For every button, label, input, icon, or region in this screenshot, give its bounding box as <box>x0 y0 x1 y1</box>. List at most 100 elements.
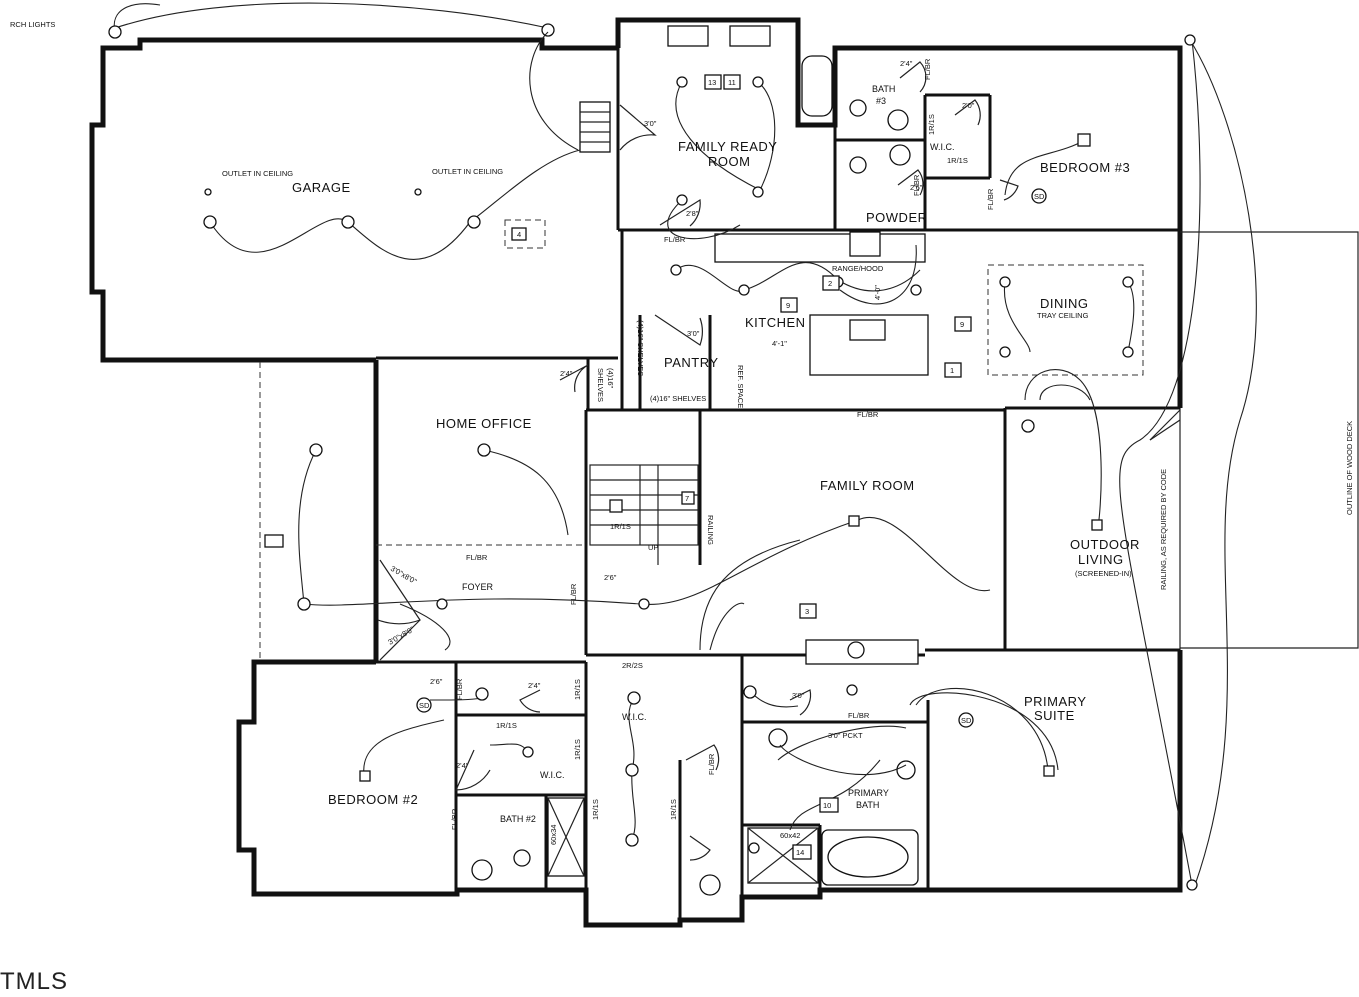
r1s-note-2: 1R/1S <box>947 156 968 165</box>
r1s-note-4: 1R/1S <box>927 114 936 135</box>
shower-note-2: 60x34 <box>549 825 558 845</box>
railing-code-note: RAILING, AS REQUIRED BY CODE <box>1159 469 1168 590</box>
pocket-door-note: 3'0" PCKT <box>828 731 863 740</box>
stairs <box>589 464 699 565</box>
door-30d-note: 3'0"x8'0" <box>389 564 419 586</box>
shelves-note-3: SHELVES <box>596 368 605 402</box>
r1s-note-7: 1R/1S <box>591 799 600 820</box>
outlet-ceiling-note-2: OUTLET IN CEILING <box>432 167 503 176</box>
porch-light-2 <box>541 23 555 37</box>
door-28a-note: 2'8" <box>686 209 699 218</box>
door-24a-note: 2'4" <box>900 59 913 68</box>
door-30b-note: 3'0" <box>687 329 700 338</box>
r2s-note: 2R/2S <box>622 661 643 670</box>
laundry-tub <box>801 55 833 117</box>
door-24b-note: 2'4" <box>560 369 573 378</box>
fixtures <box>471 25 1144 896</box>
ref-space-note: REF. SPACE <box>736 365 745 408</box>
fl-br-note-4: FL/BR <box>848 711 870 720</box>
range-hood-note: RANGE/HOOD <box>832 264 884 273</box>
door-26a-note: 2'6" <box>910 183 923 192</box>
wic-top-label: W.I.C. <box>930 142 955 152</box>
r1s-note-8: 1R/1S <box>669 799 678 820</box>
fl-br-note-5: FL/BR <box>569 583 578 605</box>
fl-br-note-2: FL/BR <box>857 410 879 419</box>
wic-bed2-label: W.I.C. <box>540 770 565 780</box>
fl-br-note-6: FL/BR <box>923 58 932 80</box>
r1s-note-1: 1R/1S <box>610 522 631 531</box>
outdoor-living-label: OUTDOOR <box>1070 537 1140 552</box>
floor-plan: 13 11 4 2 9 9 1 7 3 10 14 GARAGE FAMILY … <box>10 2 1359 928</box>
callout-9a: 9 <box>786 301 790 310</box>
shower-note-1: 60x42 <box>780 831 800 840</box>
sd-note-2: SD <box>419 701 430 710</box>
door-24c-note: 2'4" <box>528 681 541 690</box>
primary-bath-label-2: BATH <box>856 800 879 810</box>
dining-sub-label: TRAY CEILING <box>1037 311 1089 320</box>
garage-steps <box>579 101 611 153</box>
bath3-label: BATH <box>872 84 895 94</box>
r1s-note-6: 1R/1S <box>573 739 582 760</box>
toilet-bath2 <box>471 859 493 881</box>
bath3-num-label: #3 <box>876 96 886 106</box>
pantry-label: PANTRY <box>664 355 719 370</box>
door-26b-note: 2'6" <box>604 573 617 582</box>
door-26c-note: 2'6" <box>430 677 443 686</box>
fl-br-note-7: FL/BR <box>986 188 995 210</box>
railing-note: RAILING <box>706 515 715 545</box>
exterior-walls <box>89 17 1183 928</box>
wic-primary-label: W.I.C. <box>622 712 647 722</box>
shelves-note-1: (4)16" SHELVES <box>636 320 645 376</box>
callout-9b: 9 <box>960 320 964 329</box>
outlet-ceiling-note-1: OUTLET IN CEILING <box>222 169 293 178</box>
door-24d-note: 2'4" <box>456 761 469 770</box>
home-office-label: HOME OFFICE <box>436 416 532 431</box>
lights <box>297 34 1198 891</box>
fl-br-note-1: FL/BR <box>664 235 686 244</box>
door-30-note: 3'0" <box>644 119 657 128</box>
foyer-label: FOYER <box>462 582 494 592</box>
fl-br-note-11: FL/BR <box>707 753 716 775</box>
primary-bath-label: PRIMARY <box>848 788 889 798</box>
notes: RCH LIGHTS OUTLET IN CEILING OUTLET IN C… <box>10 20 1354 845</box>
fl-br-note-9: FL/BR <box>455 678 464 700</box>
outdoor-living-label-2: LIVING <box>1078 552 1124 567</box>
fl-br-note-10: FL/BR <box>450 808 459 830</box>
toilet-primary <box>699 874 721 896</box>
primary-suite-label: PRIMARY <box>1024 694 1087 709</box>
callout-10: 10 <box>823 801 831 810</box>
family-room-label: FAMILY ROOM <box>820 478 915 493</box>
callout-14: 14 <box>796 848 804 857</box>
callout-13: 13 <box>708 78 716 87</box>
callout-1: 1 <box>950 366 954 375</box>
fl-br-note-3: FL/BR <box>466 553 488 562</box>
sd-note-3: SD <box>961 716 972 725</box>
r1s-note-5: 1R/1S <box>573 679 582 700</box>
interior-walls <box>376 48 1180 920</box>
tray-ceiling <box>987 264 1144 376</box>
toilet-bath3 <box>887 109 909 131</box>
family-ready-label-2: ROOM <box>708 154 750 169</box>
callout-7: 7 <box>685 494 689 503</box>
dining-label: DINING <box>1040 296 1089 311</box>
kitchen-label: KITCHEN <box>745 315 806 330</box>
porch-lights-note: RCH LIGHTS <box>10 20 55 29</box>
fl-br-note-8: FL/BR <box>912 174 921 196</box>
bedroom2-label: BEDROOM #2 <box>328 792 418 807</box>
family-ready-label: FAMILY READY <box>678 139 777 154</box>
callout-4: 4 <box>517 230 521 239</box>
shelves-note-2: (4)16" SHELVES <box>650 394 706 403</box>
sd-note-1: SD <box>1034 192 1045 201</box>
porch-light-1 <box>108 25 122 39</box>
callout-11: 11 <box>728 78 736 87</box>
primary-suite-label-2: SUITE <box>1034 708 1075 723</box>
shelves-note-4: (4)16" <box>606 368 615 389</box>
callout-2: 2 <box>828 279 832 288</box>
kitchen-counter <box>714 233 926 263</box>
bedroom3-label: BEDROOM #3 <box>1040 160 1130 175</box>
garage-label: GARAGE <box>292 180 351 195</box>
dim-40-note: 4'-0" <box>873 285 882 300</box>
dim-41-note: 4'-1" <box>772 339 787 348</box>
bath2-label: BATH #2 <box>500 814 536 824</box>
garage-details <box>108 2 611 662</box>
